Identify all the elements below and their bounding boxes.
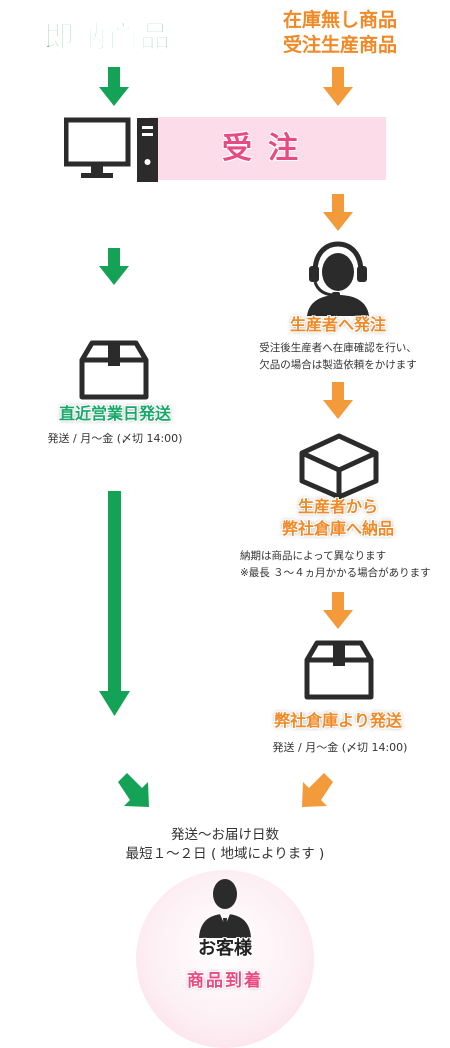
green-arrow-2: [99, 248, 129, 285]
customer-person-icon: [199, 879, 251, 938]
delivery-label-line1: 生産者から: [297, 497, 378, 516]
left-ship-note: 発送 / 月～金 (〆切 14:00): [47, 432, 183, 445]
delivery-label: 生産者から 弊社倉庫へ納品: [250, 496, 426, 540]
customer-label: お客様: [198, 938, 252, 959]
warehouse-ship-note: 発送 / 月～金 (〆切 14:00): [272, 741, 408, 754]
flow-arrows: [99, 67, 353, 807]
order-title-line2: 受注生産商品: [282, 34, 397, 56]
box-icon-right: [304, 640, 374, 700]
arrival-label: 商品到着: [187, 971, 263, 991]
computer-icon: [64, 117, 158, 182]
orange-arrow-1: [323, 67, 353, 106]
delivery-days-line1: 発送～お届け日数: [171, 827, 279, 843]
green-arrow-1: [99, 67, 129, 106]
delivery-note-line1: 納期は商品によって異なります: [240, 550, 387, 562]
delivery-note-line2: ※最長 ３～４ヵ月かかる場合があります: [240, 567, 431, 579]
to-producer-note: 受注後生産者へ在庫確認を行い、 欠品の場合は製造依頼をかけます: [240, 340, 436, 374]
operator-headset-icon: [307, 241, 369, 316]
orange-arrow-4: [323, 592, 353, 629]
nearest-ship-label: 直近営業日発送: [58, 404, 171, 423]
orange-arrow-3: [323, 382, 353, 419]
delivery-label-line2: 弊社倉庫へ納品: [281, 519, 394, 538]
to-producer-note-line2: 欠品の場合は製造依頼をかけます: [259, 359, 417, 371]
large-box-icon: [299, 433, 379, 499]
orange-arrow-2: [323, 194, 353, 231]
to-producer-note-line1: 受注後生産者へ在庫確認を行い、: [259, 342, 417, 354]
order-label: 受注: [222, 131, 314, 166]
green-arrow-long: [99, 491, 130, 716]
delivery-days: 発送～お届け日数 最短１～２日 ( 地域によります ): [100, 826, 350, 864]
delivery-days-line2: 最短１～２日 ( 地域によります ): [125, 846, 325, 862]
orange-arrow-diagonal: [302, 773, 333, 807]
order-title: 在庫無し商品 受注生産商品: [265, 8, 415, 58]
order-title-line1: 在庫無し商品: [282, 9, 397, 31]
to-producer-label: 生産者へ発注: [289, 315, 386, 334]
instock-title: 即納商品: [44, 20, 172, 56]
warehouse-ship-label: 弊社倉庫より発送: [274, 711, 402, 730]
delivery-note: 納期は商品によって異なります ※最長 ３～４ヵ月かかる場合があります: [228, 548, 448, 582]
order-band: [150, 117, 386, 180]
green-arrow-diagonal: [118, 773, 149, 807]
box-icon: [79, 340, 149, 400]
